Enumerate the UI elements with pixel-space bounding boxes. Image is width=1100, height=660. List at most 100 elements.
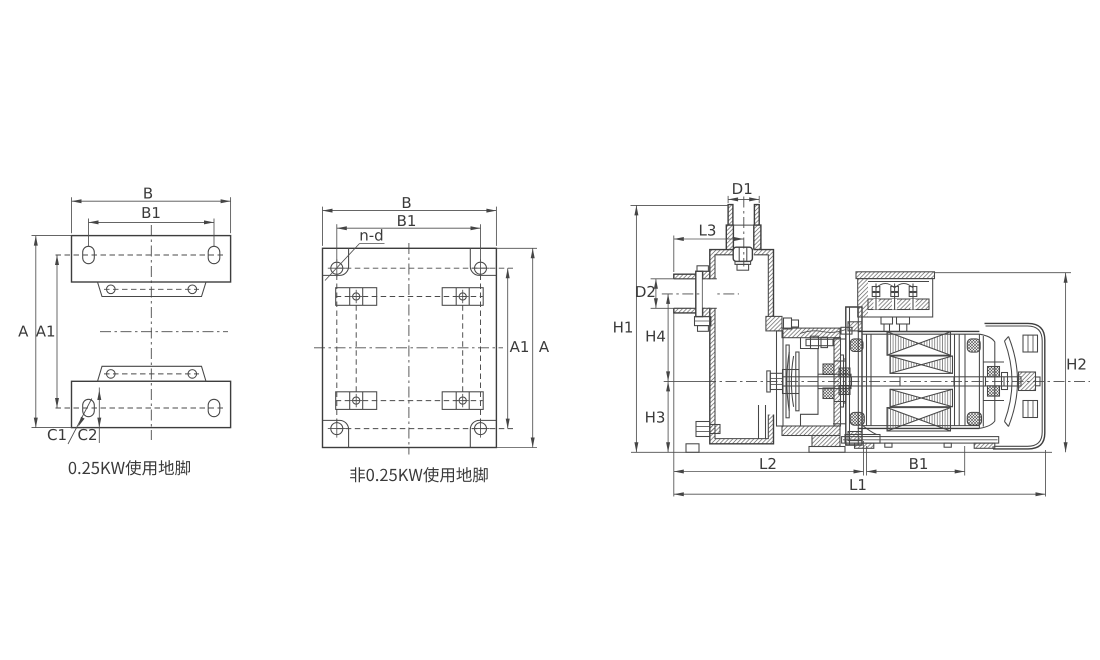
drawing-line: [889, 355, 953, 374]
dim-label-A1: A1: [36, 322, 56, 340]
clamp-block: [441, 391, 484, 410]
corner-pad: [322, 248, 350, 276]
drawing-shape: [880, 316, 894, 325]
dim-arrow: [486, 208, 497, 213]
dim-arrow: [470, 226, 481, 231]
dim-arrow: [71, 199, 82, 204]
drawing-shape: [856, 271, 935, 279]
dim-arrow: [653, 278, 658, 289]
winding-end-cover: [849, 338, 864, 353]
corner-pad: [469, 248, 497, 276]
bottom-bracket-tab: [96, 365, 207, 382]
dim-arrow: [97, 417, 102, 428]
dim-arrow: [530, 437, 535, 448]
drawing-shape: [728, 204, 733, 226]
drawing-shape: [709, 308, 715, 439]
view-foot-0.25kw: B B1 A A1 C1 C2 0.25KW使用地脚: [18, 185, 232, 476]
rear-bearing: [986, 385, 1001, 397]
dim-label-L1: L1: [849, 476, 867, 494]
drawing-line: [1004, 336, 1009, 342]
dim-label-L2: L2: [759, 455, 777, 473]
fan-blade-outer: [1008, 336, 1019, 427]
drawing-polygon: [918, 331, 951, 356]
fan-blade-inner: [1004, 340, 1013, 422]
winding-end-cover: [849, 411, 865, 426]
dim-arrow: [666, 293, 671, 304]
terminal-wire: [875, 283, 895, 289]
drawing-line: [886, 407, 951, 432]
pipe-end-inside: [736, 263, 750, 271]
dim-arrow: [866, 469, 877, 474]
dim-label-B1: B1: [141, 204, 161, 222]
dim-label-L3: L3: [699, 221, 717, 239]
dim-arrow: [666, 371, 671, 382]
drawing-shape: [967, 412, 982, 426]
dim-arrow: [634, 442, 639, 453]
drawing-shape: [974, 443, 995, 449]
dim-arrow: [97, 390, 102, 400]
view-pump-section: H1 H4 H3 D2 D1 L3 H2 L2 B1 L1: [613, 180, 1090, 497]
terminal-nut: [908, 285, 918, 293]
drawing-shape: [895, 316, 911, 325]
drawing-shape: [823, 388, 834, 399]
drawing-shape: [823, 364, 834, 375]
drawing-shape: [790, 319, 800, 328]
casing-stud: [805, 338, 834, 347]
dim-label-n-d: n-d: [359, 227, 383, 245]
dim-label-C1: C1: [47, 426, 67, 444]
drawing-shape: [768, 414, 774, 439]
drawing-shape: [782, 426, 840, 436]
dim-arrow: [88, 220, 99, 225]
drawing-shape: [809, 335, 820, 350]
dim-arrow: [78, 416, 85, 427]
clamp-block: [335, 287, 378, 306]
dim-arrow: [33, 235, 38, 246]
tank-cover-ledge: [765, 315, 783, 332]
drawing-polygon: [887, 407, 919, 431]
terminal-gland-plate: [867, 298, 930, 311]
drawing-shape: [967, 338, 981, 353]
dim-label-D2: D2: [635, 283, 656, 301]
impeller-front-shroud: [785, 344, 790, 419]
dim-arrow: [322, 208, 333, 213]
drawing-shape: [1018, 372, 1036, 391]
dim-label-B: B: [401, 194, 411, 212]
drawing-shape: [987, 385, 1000, 397]
drawing-shape: [839, 385, 850, 395]
drawing-shape: [834, 337, 841, 426]
drawing-shape: [754, 204, 760, 226]
suction-pipe: [673, 273, 696, 314]
dim-arrow: [204, 220, 214, 225]
dim-label-H1: H1: [613, 318, 634, 336]
drawing-polygon: [921, 389, 953, 407]
drawing-shape: [820, 336, 829, 349]
dim-arrow: [733, 237, 744, 241]
rear-end-shield: [979, 333, 996, 429]
drawing-shape: [710, 424, 720, 434]
caption-non-0.25kw-glyphs: [350, 467, 488, 483]
drawing-shape: [987, 366, 1000, 377]
drawing-shape: [709, 438, 774, 444]
dim-arrow: [673, 492, 684, 497]
dim-arrow: [336, 226, 347, 231]
dim-arrow: [673, 469, 684, 474]
dim-arrow: [505, 268, 510, 279]
drawing-shape: [857, 278, 868, 317]
terminal-nut: [890, 285, 899, 293]
dim-label-H2: H2: [1066, 356, 1087, 374]
dim-arrow: [1063, 442, 1068, 453]
drawing-shape: [702, 279, 717, 308]
drawing-line: [889, 388, 953, 408]
drawing-shape: [812, 435, 840, 447]
clamp-block: [335, 391, 378, 410]
base-plate: [321, 247, 498, 449]
dim-label-C2: C2: [77, 426, 97, 444]
tie-rod-nut: [840, 326, 853, 335]
fan-cover-vent-bottom: [1022, 399, 1039, 419]
suction-bolt-top: [696, 265, 709, 272]
terminal-wire: [894, 283, 914, 289]
dim-label-B: B: [143, 185, 153, 203]
drawing-shape: [673, 308, 696, 313]
